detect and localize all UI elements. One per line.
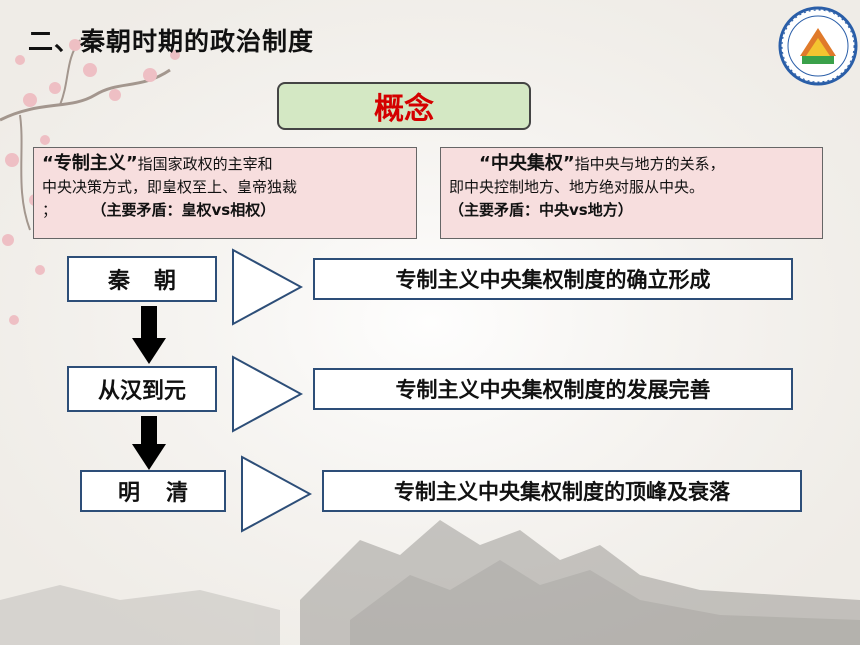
down-arrow-icon <box>132 416 166 470</box>
mountain-decoration <box>0 520 860 645</box>
era-box-han-to-yuan: 从汉到元 <box>67 366 217 412</box>
page-title: 二、秦朝时期的政治制度 <box>28 27 315 56</box>
right-arrow-icon <box>232 355 303 433</box>
stage-result: 专制主义中央集权制度的顶峰及衰落 <box>322 470 802 512</box>
era-box-ming-qing: 明清 <box>80 470 226 512</box>
definition-text: 即中央控制地方、地方绝对服从中央。 <box>449 178 705 196</box>
down-arrow-icon <box>132 306 166 364</box>
definition-centralization: “中央集权”指中央与地方的关系， 即中央控制地方、地方绝对服从中央。 （主要矛盾… <box>440 147 823 239</box>
stage-result: 专制主义中央集权制度的发展完善 <box>313 368 793 410</box>
definition-contradiction: （主要矛盾：皇权vs相权） <box>99 201 276 219</box>
school-logo-icon <box>778 6 858 86</box>
definition-text: ； <box>42 201 58 219</box>
definition-autocracy: “专制主义”指国家政权的主宰和 中央决策方式，即皇权至上、皇帝独裁 ； （主要矛盾… <box>33 147 417 239</box>
era-box-qin: 秦朝 <box>67 256 217 302</box>
definition-text: 指中央与地方的关系， <box>574 155 725 173</box>
right-arrow-icon <box>241 455 312 533</box>
right-arrow-icon <box>232 248 303 326</box>
definition-term: “中央集权” <box>479 153 575 174</box>
definition-text: 指国家政权的主宰和 <box>137 155 273 173</box>
stage-result: 专制主义中央集权制度的确立形成 <box>313 258 793 300</box>
definition-term: “专制主义” <box>42 153 138 174</box>
definition-contradiction: （主要矛盾：中央vs地方） <box>449 201 633 219</box>
concept-label: 概念 <box>277 82 531 130</box>
definition-text: 中央决策方式，即皇权至上、皇帝独裁 <box>42 178 298 196</box>
